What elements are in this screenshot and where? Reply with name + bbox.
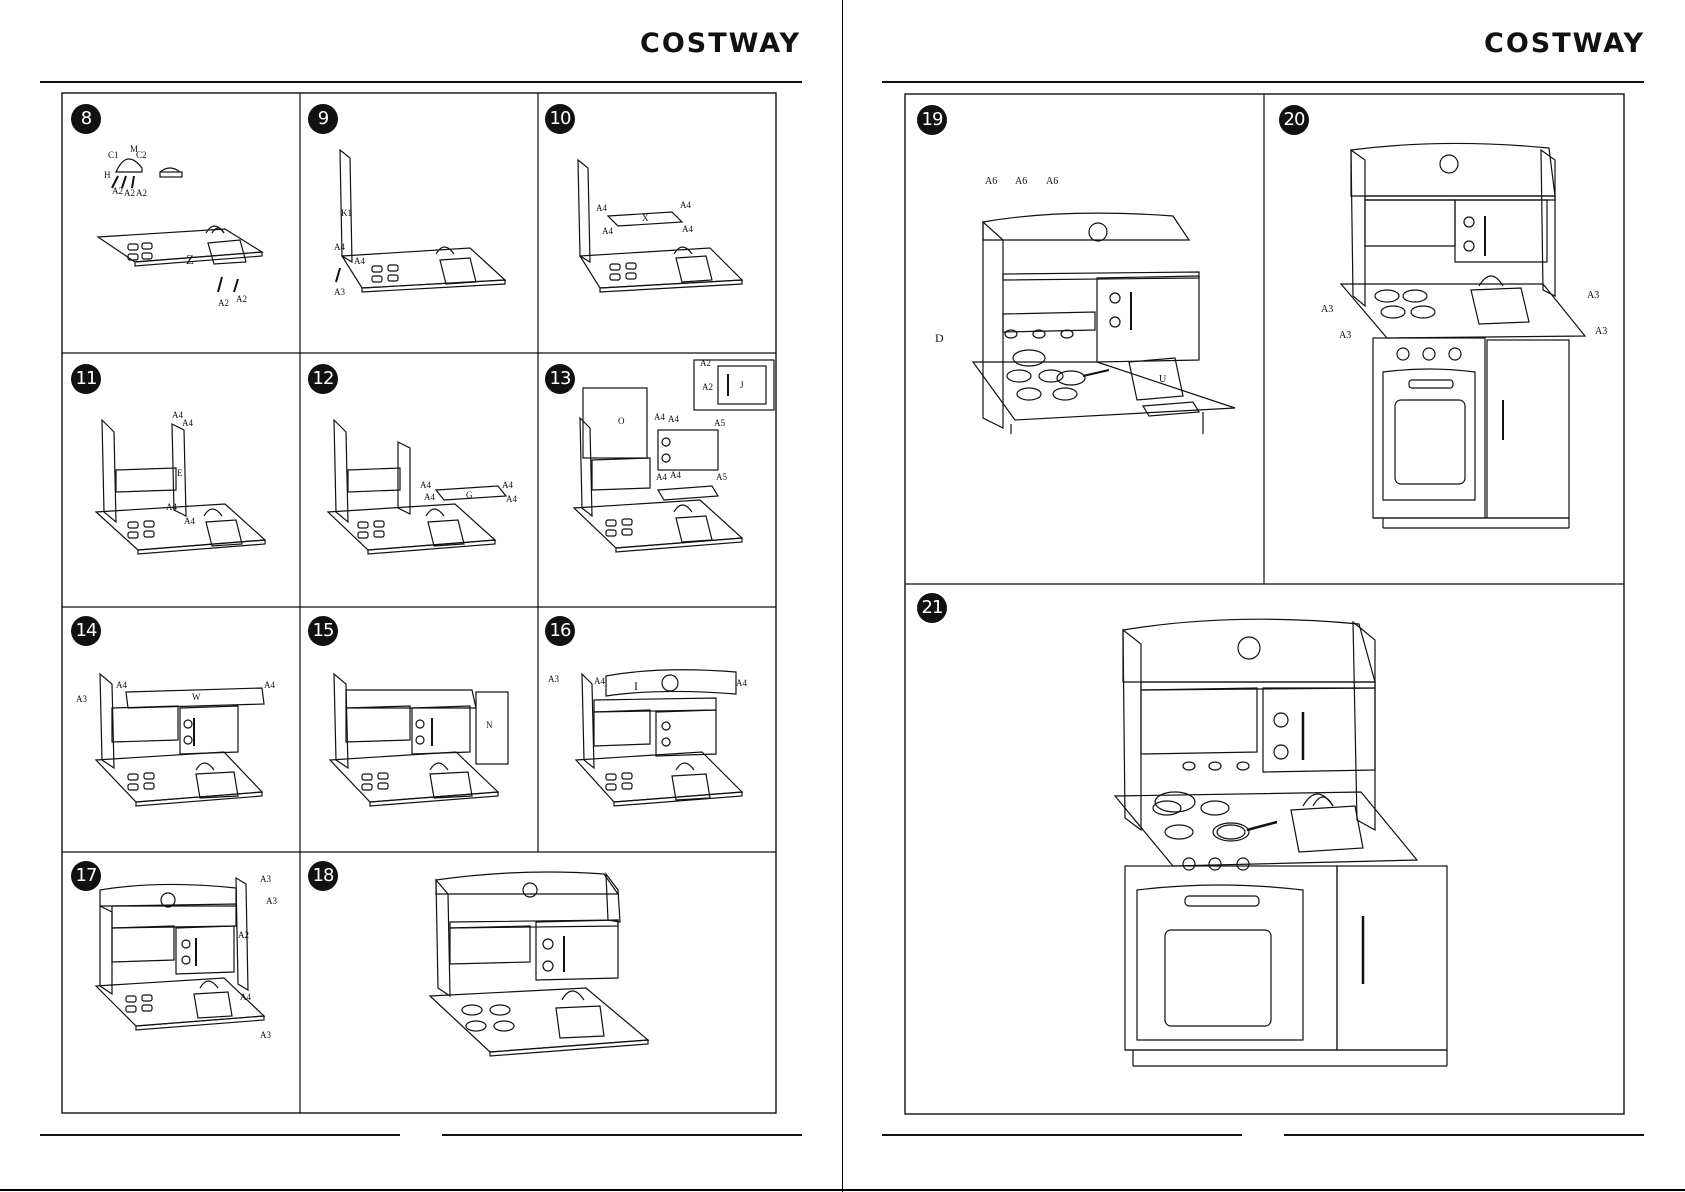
label-a4: A4: [424, 492, 435, 502]
label-a3: A3: [548, 674, 559, 684]
label-e: E: [177, 468, 183, 478]
label-a2: A2: [136, 188, 147, 198]
label-a2: A2: [112, 186, 123, 196]
footer-rule-left: [40, 1134, 400, 1136]
label-o: O: [618, 416, 625, 426]
label-a4: A4: [502, 480, 513, 490]
label-a4: A4: [594, 676, 605, 686]
label-i: I: [634, 679, 638, 693]
label-a5: A5: [714, 418, 725, 428]
label-a4: A4: [602, 226, 613, 236]
right-part-labels: A6 A6 A6 D U A3 A3 A3 A3: [843, 0, 1685, 1192]
label-a4: A4: [334, 242, 345, 252]
label-z: Z: [186, 252, 194, 267]
label-a6: A6: [985, 176, 997, 187]
label-n: N: [486, 720, 493, 730]
label-g: G: [466, 490, 473, 500]
label-c2: C2: [136, 150, 147, 160]
label-a2: A2: [236, 294, 247, 304]
label-x: X: [642, 213, 649, 223]
label-a4: A4: [680, 200, 691, 210]
right-page: COSTWAY: [843, 0, 1685, 1192]
label-a2: A2: [218, 298, 229, 308]
label-a4: A4: [654, 412, 665, 422]
label-a4: A4: [682, 224, 693, 234]
label-a4: A4: [166, 502, 177, 512]
label-a4: A4: [736, 678, 747, 688]
label-a4: A4: [506, 494, 517, 504]
label-a4: A4: [116, 680, 127, 690]
label-a5: A5: [716, 472, 727, 482]
label-a3: A3: [334, 287, 345, 297]
label-a3: A3: [1595, 326, 1607, 337]
left-part-labels: M C1 C2 H A2 A2 A2 Z A2 A2 K1 A4 A4 A3 A…: [0, 0, 842, 1192]
label-a6: A6: [1046, 176, 1058, 187]
label-a4: A4: [420, 480, 431, 490]
label-a4: A4: [264, 680, 275, 690]
label-a4: A4: [354, 256, 365, 266]
label-a2: A2: [238, 930, 249, 940]
label-a2: A2: [124, 188, 135, 198]
label-a4: A4: [596, 203, 607, 213]
label-a4: A4: [668, 414, 679, 424]
footer-rule-right: [442, 1134, 802, 1136]
label-j: J: [740, 380, 744, 390]
label-d: D: [935, 331, 944, 345]
label-a3: A3: [1321, 304, 1333, 315]
label-a3: A3: [1339, 330, 1351, 341]
label-a6: A6: [1015, 176, 1027, 187]
label-a4: A4: [240, 992, 251, 1002]
label-a3: A3: [1587, 290, 1599, 301]
label-a4: A4: [182, 418, 193, 428]
label-a2: A2: [702, 382, 713, 392]
label-a4: A4: [656, 472, 667, 482]
footer-rule-right: [1284, 1134, 1644, 1136]
label-a3: A3: [76, 694, 87, 704]
label-a2: A2: [700, 358, 711, 368]
label-a3: A3: [260, 874, 271, 884]
label-u: U: [1159, 374, 1167, 385]
label-k1: K1: [341, 208, 352, 218]
label-w: W: [192, 692, 201, 702]
label-a4: A4: [184, 516, 195, 526]
label-a3: A3: [266, 896, 277, 906]
label-c1: C1: [108, 150, 119, 160]
left-page: COSTWAY: [0, 0, 842, 1192]
label-h: H: [104, 170, 111, 180]
footer-rule-left: [882, 1134, 1242, 1136]
label-a4: A4: [670, 470, 681, 480]
label-a3: A3: [260, 1030, 271, 1040]
